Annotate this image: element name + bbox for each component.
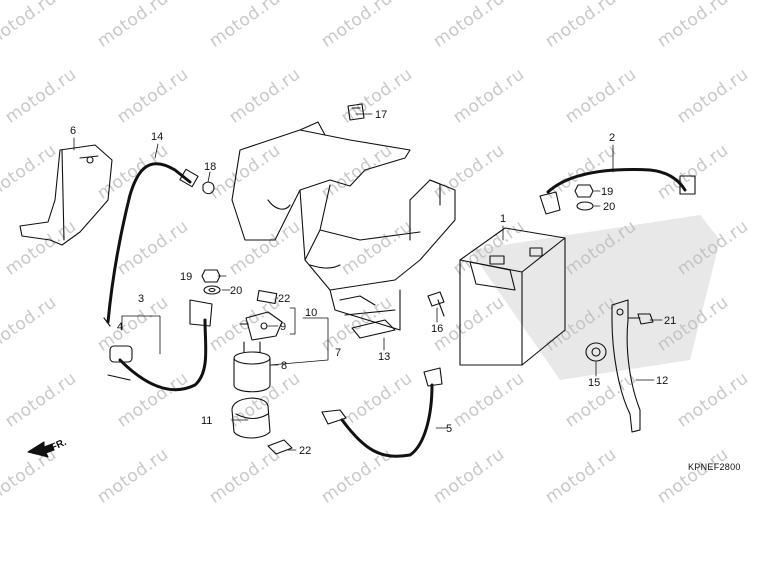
callout-20-right: 20 [603,201,615,213]
callout-21: 21 [664,315,676,327]
callout-11: 11 [201,415,212,427]
callout-3: 3 [138,293,144,305]
callout-2: 2 [609,132,615,144]
part-13-bracket[interactable] [351,319,396,339]
callout-14: 14 [151,131,163,143]
callout-19-right: 19 [601,186,613,198]
callout-22-top: 22 [278,293,290,305]
front-direction-arrow: FR. [27,437,69,458]
part-12-battery-strap[interactable] [611,299,641,433]
part-2-positive-cable[interactable] [539,168,696,215]
part-20-washer-right[interactable] [576,201,594,211]
part-14-cable[interactable] [103,162,199,327]
callout-5: 5 [446,423,452,435]
part-22-fuse-bottom[interactable] [267,439,293,455]
leader-lines [73,113,663,451]
part-3-starter-cable[interactable] [107,299,213,392]
callout-9: 9 [280,321,286,333]
part-21-bolt[interactable] [627,313,654,325]
part-1-battery[interactable] [459,227,566,366]
callout-18: 18 [204,161,216,173]
callout-labels: 6 14 18 17 2 1 19 20 19 20 22 9 10 3 4 7… [70,109,676,457]
callout-16: 16 [431,323,443,335]
part-18-clip[interactable] [202,181,215,195]
callout-1: 1 [500,213,506,225]
part-6-cover-bracket[interactable] [19,144,113,246]
part-19-nut-right[interactable] [574,184,594,198]
part-15-rubber-mount[interactable] [585,342,607,362]
part-20-washer-left[interactable] [203,285,221,295]
part-9-relay-bracket[interactable] [239,311,283,341]
part-17-clip[interactable] [347,103,365,121]
callout-20-left: 20 [230,285,242,297]
callout-22-bottom: 22 [299,445,311,457]
part-8-starter-relay[interactable] [233,341,271,393]
callout-10: 10 [305,307,317,319]
part-11-rubber-cover[interactable] [231,397,271,439]
callout-6: 6 [70,125,76,137]
part-19-nut-left[interactable] [201,269,221,283]
callout-7: 7 [335,347,341,359]
part-16-bolt[interactable] [427,291,445,317]
part-22-fuse-top[interactable] [256,289,278,305]
callout-4: 4 [117,321,123,333]
diagram-code: KPNEF2800 [688,462,741,472]
callout-15: 15 [588,377,600,389]
callout-12: 12 [656,375,668,387]
callout-8: 8 [281,360,287,372]
part-5-negative-cable[interactable] [321,367,443,458]
callout-19-left: 19 [180,271,192,283]
part-battery-box[interactable] [231,121,456,331]
shading-texture [470,215,720,380]
callout-17: 17 [375,109,387,121]
front-label: FR. [49,437,68,454]
callout-13: 13 [378,351,390,363]
